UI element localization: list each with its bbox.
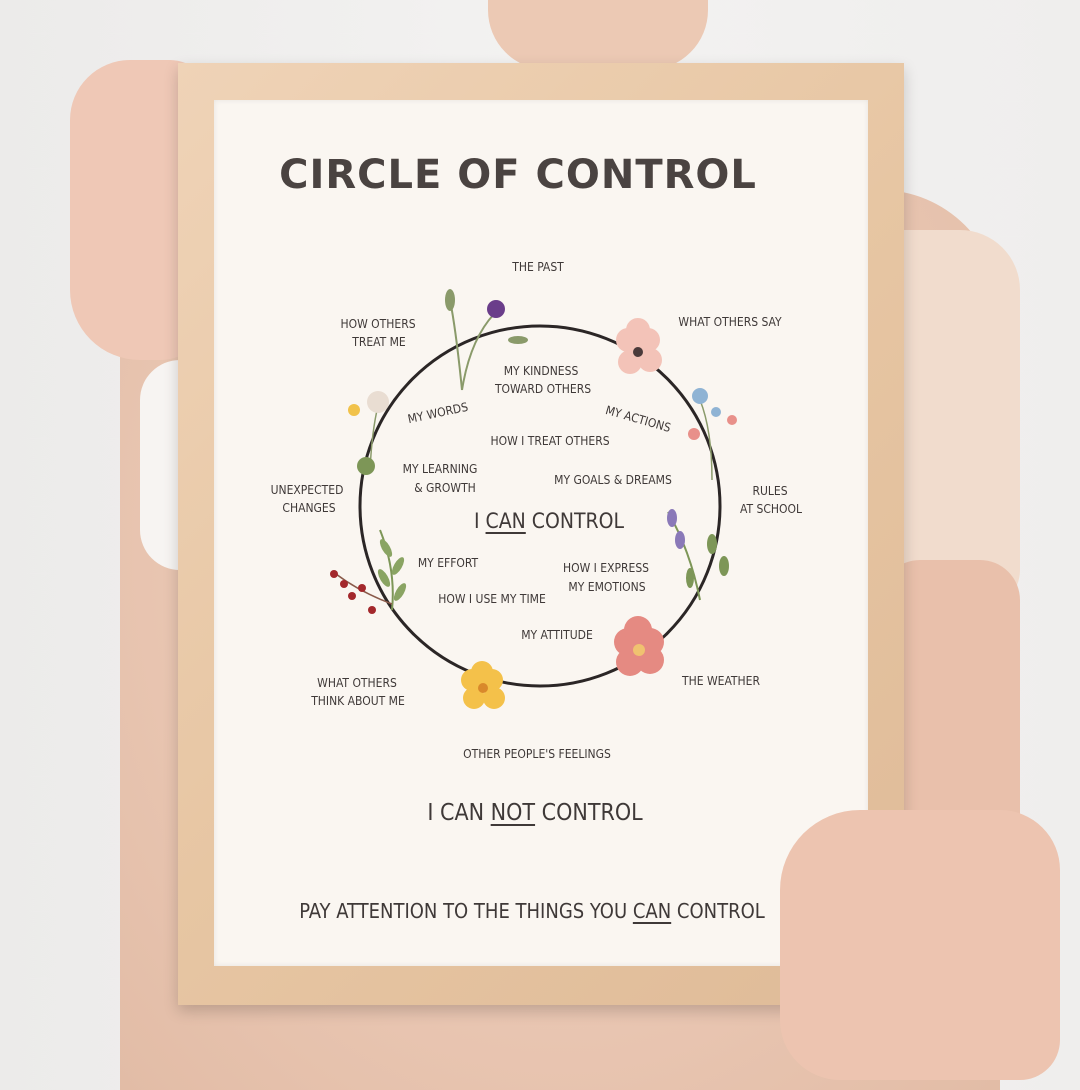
heading-post: CONTROL	[525, 509, 625, 533]
item-learning-2: & GROWTH	[414, 481, 476, 495]
item-goals: MY GOALS & DREAMS	[554, 473, 672, 487]
footer-emph: CAN	[632, 899, 672, 923]
outside-think-2: THINK ABOUT ME	[311, 694, 405, 708]
item-kindness-1: MY KINDNESS	[503, 364, 579, 378]
outside-rules-1: RULES	[752, 484, 788, 498]
outside-others-say: WHAT OTHERS SAY	[678, 315, 782, 329]
item-emotions-2: MY EMOTIONS	[568, 580, 646, 594]
cannot-post: CONTROL	[535, 800, 643, 826]
outside-treat-me-1: HOW OTHERS	[340, 317, 416, 331]
item-emotions-1: HOW I EXPRESS	[562, 561, 650, 575]
can-control-heading: I CAN CONTROL	[474, 508, 624, 534]
item-attitude: MY ATTITUDE	[521, 628, 593, 642]
pink-flower-icon	[616, 318, 662, 374]
blue-flower-icon	[688, 388, 737, 481]
item-kindness-2: TOWARD OTHERS	[494, 382, 592, 396]
outside-feelings: OTHER PEOPLE'S FEELINGS	[463, 747, 611, 761]
cannot-pre: I CAN	[427, 800, 491, 826]
red-flower-icon	[614, 616, 664, 676]
footer-post: CONTROL	[671, 899, 765, 923]
white-flower-icon	[348, 391, 389, 475]
cannot-emph: NOT	[490, 800, 536, 826]
outside-weather: THE WEATHER	[682, 674, 760, 688]
person-neck	[488, 0, 708, 70]
heading-pre: I	[473, 509, 486, 533]
leaf-branch-icon	[377, 529, 407, 611]
control-circle	[358, 324, 722, 688]
poster-title: CIRCLE OF CONTROL	[279, 152, 757, 198]
poster	[214, 100, 868, 966]
item-learning-1: MY LEARNING	[402, 462, 478, 476]
outside-past: THE PAST	[512, 260, 564, 274]
item-time: HOW I USE MY TIME	[438, 592, 546, 606]
item-treat-others: HOW I TREAT OTHERS	[490, 434, 610, 448]
footer-line: PAY ATTENTION TO THE THINGS YOU CAN CONT…	[299, 898, 765, 924]
purple-flower-icon	[445, 289, 528, 391]
yellow-flower-icon	[461, 661, 505, 709]
cannot-control-heading: I CAN NOT CONTROL	[427, 800, 642, 826]
outside-treat-me-2: TREAT ME	[352, 335, 406, 349]
item-effort: MY EFFORT	[417, 556, 479, 570]
outside-think-1: WHAT OTHERS	[317, 676, 397, 690]
outside-unexpected-1: UNEXPECTED	[270, 483, 344, 497]
person-hand-right	[780, 810, 1060, 1080]
lavender-icon	[667, 509, 729, 601]
berry-sprig-icon	[330, 570, 393, 614]
outside-rules-2: AT SCHOOL	[740, 502, 802, 516]
outside-unexpected-2: CHANGES	[282, 501, 336, 515]
footer-pre: PAY ATTENTION TO THE THINGS YOU	[299, 899, 633, 923]
heading-emph: CAN	[485, 509, 526, 533]
